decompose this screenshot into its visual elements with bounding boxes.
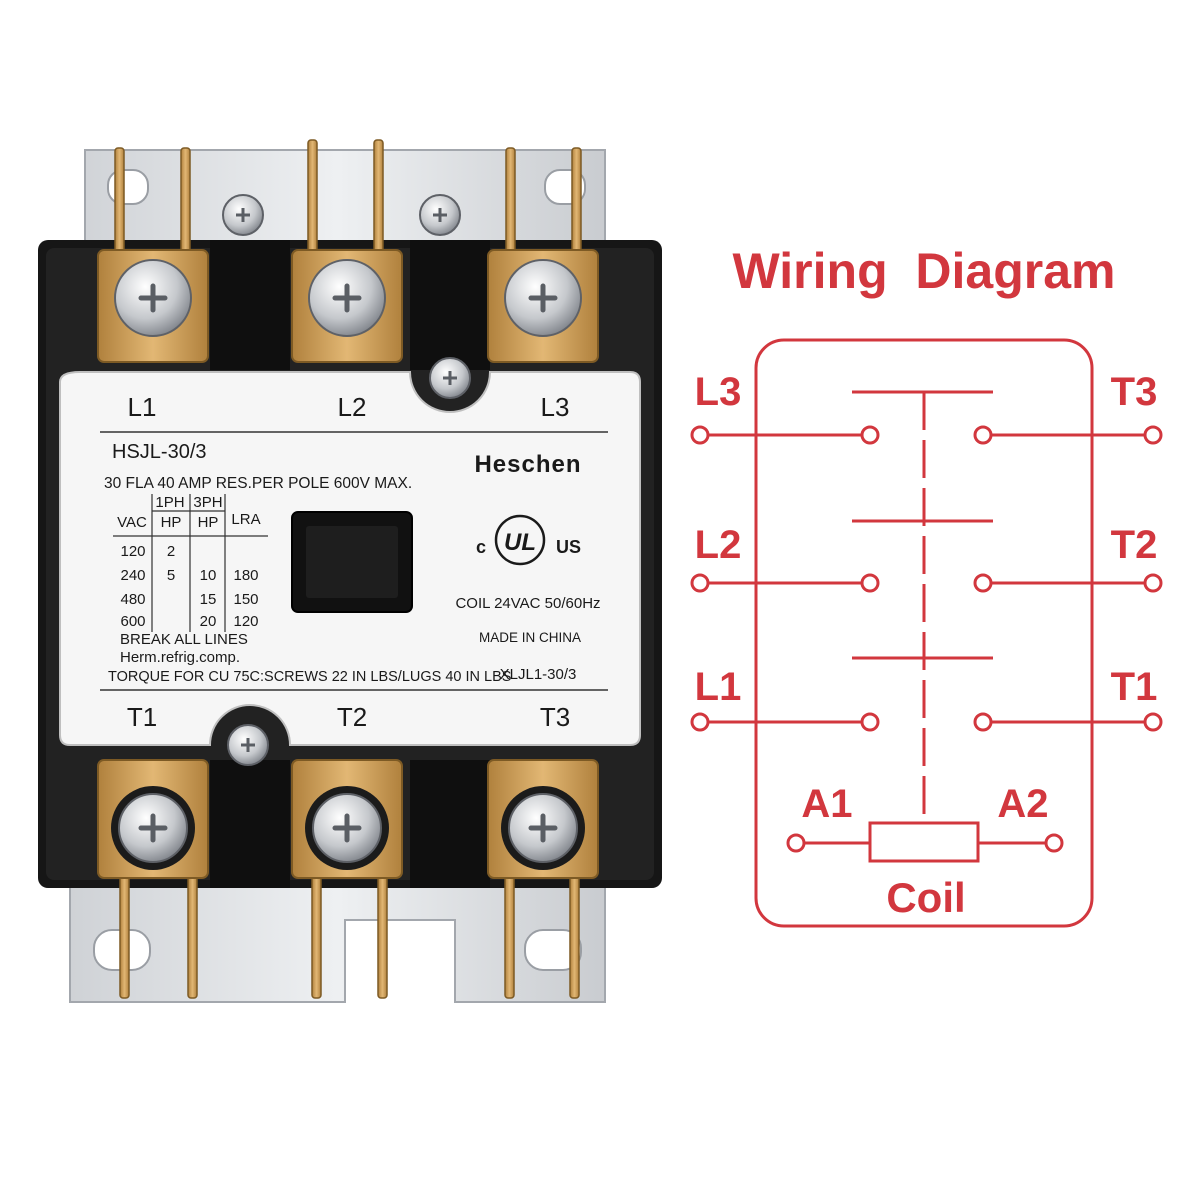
bottom-terminal-lugs	[97, 759, 599, 879]
svg-text:HP: HP	[161, 514, 182, 531]
svg-text:20: 20	[200, 613, 217, 630]
diagram-label-l3: L3	[695, 370, 742, 414]
diagram-label-l2: L2	[695, 523, 742, 567]
coil-symbol	[868, 821, 980, 863]
svg-text:150: 150	[233, 591, 258, 608]
brand-name: Heschen	[474, 451, 581, 478]
load-label: T3	[540, 702, 570, 732]
hp-rating-table: 1PH 3PH VAC HP HP LRA 120 2 240 5 10 180…	[113, 494, 268, 632]
svg-text:US: US	[556, 537, 581, 557]
svg-text:120: 120	[120, 543, 145, 560]
svg-text:480: 480	[120, 591, 145, 608]
svg-text:1PH: 1PH	[155, 494, 184, 511]
wiring-diagram: Wiring Diagram	[690, 243, 1163, 928]
rating-text: 30 FLA 40 AMP RES.PER POLE 600V MAX.	[104, 475, 412, 492]
ul-certification-icon: c UL US	[476, 514, 581, 566]
diagram-label-t1: T1	[1111, 665, 1158, 709]
part-number: XLJL1-30/3	[500, 666, 577, 683]
diagram-frame	[754, 338, 1094, 928]
svg-text:2: 2	[167, 543, 175, 560]
mounting-slot	[107, 169, 149, 205]
diagram-title: Wiring Diagram	[733, 243, 1116, 299]
svg-text:180: 180	[233, 567, 258, 584]
break-lines-text: BREAK ALL LINES	[120, 631, 248, 648]
coil-rating: COIL 24VAC 50/60Hz	[455, 595, 600, 612]
contactor: L1 L2 L3 HSJL-30/3 Heschen 30 FLA 40 AMP…	[38, 139, 662, 1003]
top-terminal-lugs	[97, 249, 599, 363]
line-label: L1	[128, 392, 157, 422]
top-spade-terminals	[114, 139, 582, 261]
line-label: L3	[541, 392, 570, 422]
svg-text:HP: HP	[198, 514, 219, 531]
svg-text:LRA: LRA	[231, 511, 260, 528]
line-label: L2	[338, 392, 367, 422]
svg-text:VAC: VAC	[117, 514, 147, 531]
diagram-label-a2: A2	[997, 782, 1048, 826]
diagram-label-t2: T2	[1111, 523, 1158, 567]
svg-text:c: c	[476, 537, 486, 557]
load-label: T2	[337, 702, 367, 732]
svg-text:600: 600	[120, 613, 145, 630]
diagram-label-l1: L1	[695, 665, 742, 709]
torque-text: TORQUE FOR CU 75C:SCREWS 22 IN LBS/LUGS …	[108, 669, 511, 685]
svg-text:UL: UL	[504, 529, 536, 556]
svg-text:10: 10	[200, 567, 217, 584]
load-label: T1	[127, 702, 157, 732]
herm-text: Herm.refrig.comp.	[120, 649, 240, 666]
svg-text:15: 15	[200, 591, 217, 608]
svg-text:5: 5	[167, 567, 175, 584]
svg-text:120: 120	[233, 613, 258, 630]
svg-text:3PH: 3PH	[193, 494, 222, 511]
diagram-label-a1: A1	[801, 782, 852, 826]
model-number: HSJL-30/3	[112, 441, 207, 463]
diagram-label-coil: Coil	[886, 874, 965, 921]
diagram-label-t3: T3	[1111, 370, 1158, 414]
mounting-slot	[524, 929, 582, 971]
made-in-text: MADE IN CHINA	[479, 630, 581, 645]
svg-text:240: 240	[120, 567, 145, 584]
